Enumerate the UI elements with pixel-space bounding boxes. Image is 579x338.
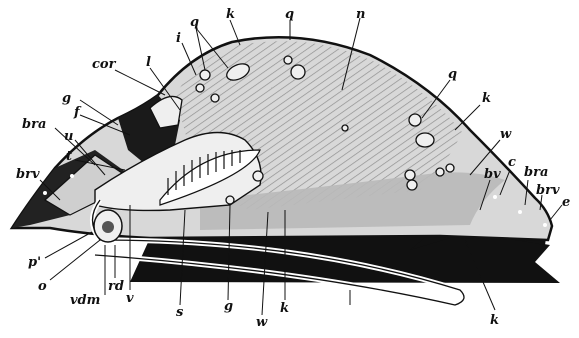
label-t: t [66, 149, 72, 164]
label-f: f [73, 105, 82, 120]
label-i: i [176, 31, 181, 46]
label-g-left: g [62, 91, 71, 106]
label-bra-left: bra [22, 117, 46, 132]
label-k-bottom-right: k [490, 313, 499, 328]
label-v: v [126, 291, 134, 306]
label-o: o [38, 279, 47, 294]
label-q-top-left: q [190, 15, 199, 30]
label-k-right: k [482, 91, 491, 106]
label-s: s [176, 305, 184, 320]
label-brv-left: brv [16, 167, 40, 182]
label-vdm: vdm [70, 293, 100, 308]
label-q-right: q [448, 67, 457, 82]
label-w-right: w [500, 127, 512, 142]
label-p-prime: p' [28, 255, 41, 270]
label-bra-right: bra [524, 165, 548, 180]
label-cor: cor [92, 57, 117, 72]
label-bv: bv [484, 167, 501, 182]
label-k-top: k [226, 7, 235, 22]
label-c: c [508, 155, 516, 170]
label-n: n [356, 7, 365, 22]
foot-base [130, 232, 560, 283]
label-rd: rd [108, 279, 124, 294]
label-brv-right: brv [536, 183, 560, 198]
label-g-bottom: g [224, 299, 233, 314]
label-k-bottom: k [280, 301, 289, 316]
label-e: e [562, 195, 570, 210]
label-l: l [146, 55, 151, 70]
label-u: u [64, 129, 73, 144]
label-q-top: q [285, 7, 294, 22]
label-w-bottom: w [256, 315, 268, 330]
